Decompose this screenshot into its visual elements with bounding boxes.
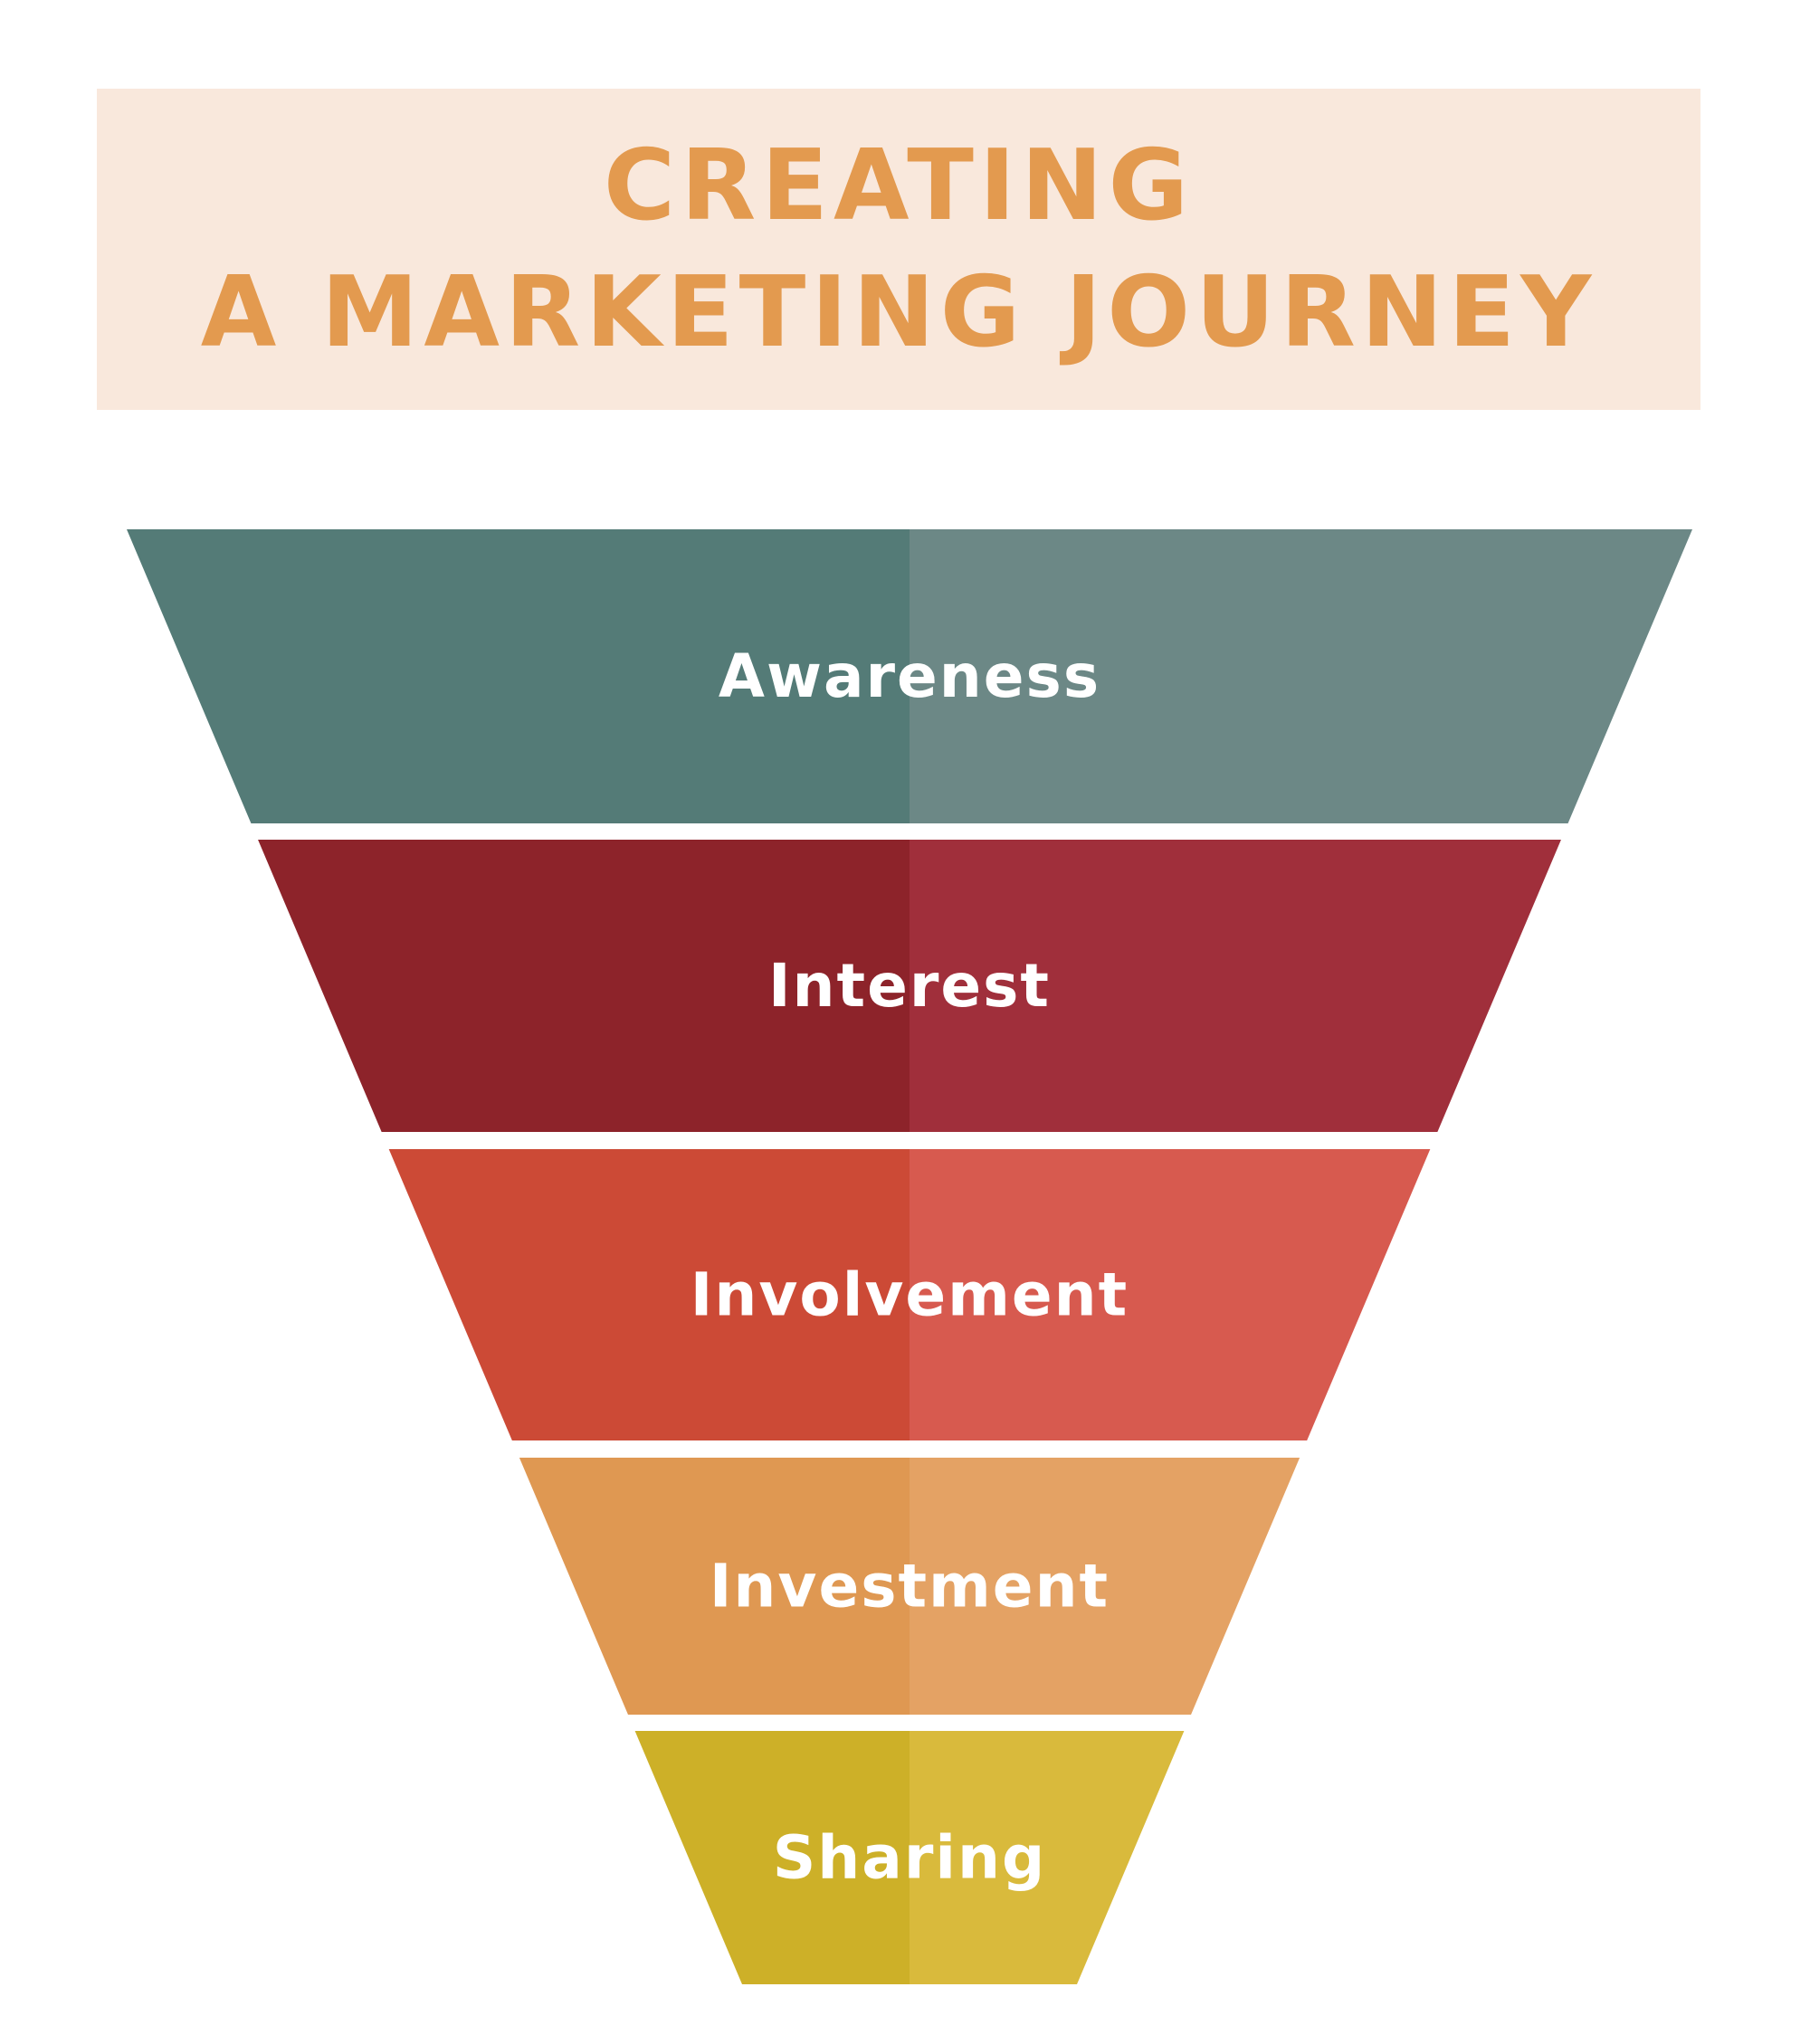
- funnel-stage: Interest: [258, 840, 1561, 1132]
- funnel-stage-left-half: [258, 840, 910, 1132]
- funnel-stage-right-half: [910, 1731, 1185, 1984]
- funnel-stage-label: Involvement: [691, 1260, 1129, 1330]
- title-line-1: CREATING: [603, 128, 1195, 242]
- funnel-stage: Involvement: [388, 1149, 1431, 1440]
- title-banner: CREATING A MARKETING JOURNEY: [97, 89, 1700, 410]
- funnel-stage-right-half: [910, 1458, 1300, 1715]
- funnel-stage-left-half: [634, 1731, 910, 1984]
- title-line-2: A MARKETING JOURNEY: [200, 255, 1597, 369]
- funnel-stage-left-half: [519, 1458, 910, 1715]
- funnel-stage-label: Investment: [710, 1552, 1110, 1621]
- funnel-stage-right-half: [910, 1149, 1431, 1440]
- funnel-stage-left-half: [127, 529, 910, 823]
- funnel-stage-label: Awareness: [719, 642, 1100, 711]
- funnel-stage-right-half: [910, 529, 1692, 823]
- funnel-stage: Sharing: [634, 1731, 1185, 1984]
- funnel-stage: Investment: [519, 1458, 1300, 1715]
- funnel-stage-label: Sharing: [773, 1823, 1046, 1893]
- funnel-stage-label: Interest: [768, 951, 1051, 1021]
- funnel-stage-left-half: [388, 1149, 910, 1440]
- funnel-stage-right-half: [910, 840, 1561, 1132]
- funnel-stage: Awareness: [127, 529, 1692, 823]
